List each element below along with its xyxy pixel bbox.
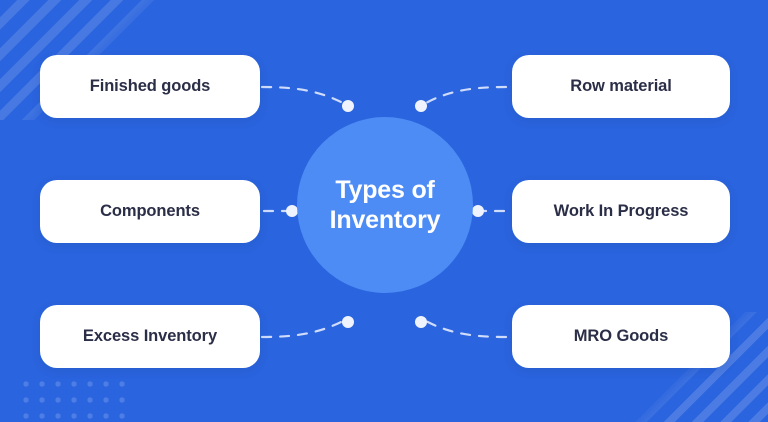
node-label-mro-goods: MRO Goods bbox=[573, 327, 669, 345]
connector-dot-excess-inventory bbox=[342, 316, 354, 328]
node-card-work-in-progress[interactable]: Work In Progress bbox=[512, 180, 730, 243]
node-label-work-in-progress: Work In Progress bbox=[553, 202, 689, 220]
node-label-excess-inventory: Excess Inventory bbox=[82, 327, 218, 345]
center-circle: Types of Inventory bbox=[297, 117, 473, 293]
connector-finished-goods bbox=[260, 85, 347, 106]
node-card-mro-goods[interactable]: MRO Goods bbox=[512, 305, 730, 368]
connector-mro-goods bbox=[422, 318, 508, 339]
node-label-components: Components bbox=[100, 202, 200, 220]
connector-dot-mro-goods bbox=[415, 316, 427, 328]
connector-excess-inventory bbox=[260, 318, 347, 339]
connector-dot-finished-goods bbox=[342, 100, 354, 112]
dot-grid-bottom-left-decoration bbox=[18, 376, 130, 422]
connector-row-material bbox=[422, 85, 508, 106]
node-label-row-material: Row material bbox=[570, 77, 672, 95]
connector-dot-work-in-progress bbox=[472, 205, 484, 217]
node-card-excess-inventory[interactable]: Excess Inventory bbox=[40, 305, 260, 368]
node-label-finished-goods: Finished goods bbox=[89, 77, 211, 95]
node-card-row-material[interactable]: Row material bbox=[512, 55, 730, 118]
node-card-finished-goods[interactable]: Finished goods bbox=[40, 55, 260, 118]
connector-dot-row-material bbox=[415, 100, 427, 112]
center-title: Types of Inventory bbox=[329, 175, 441, 235]
node-card-components[interactable]: Components bbox=[40, 180, 260, 243]
